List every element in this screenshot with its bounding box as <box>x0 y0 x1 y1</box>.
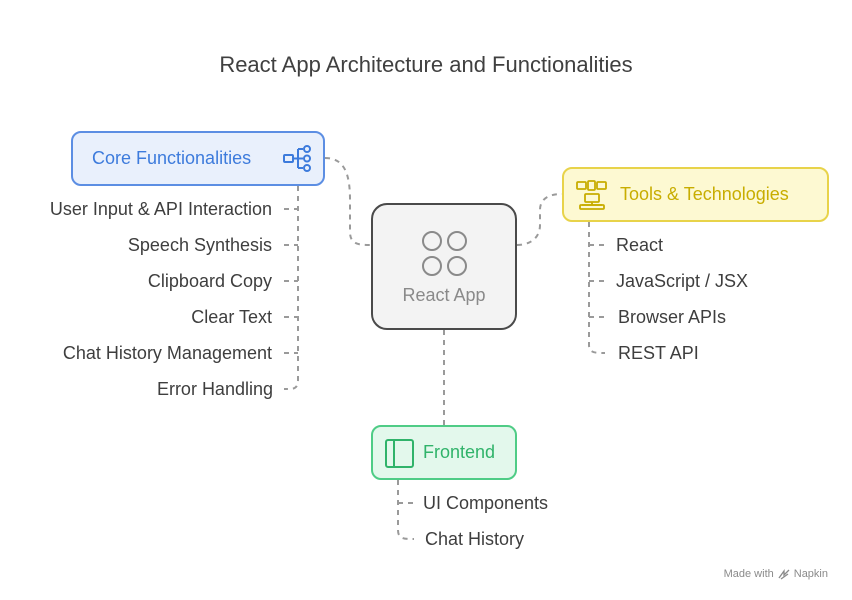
frontend-item: Chat History <box>425 529 525 549</box>
app-grid-icon <box>422 231 467 276</box>
core-functionalities-node: Core Functionalities <box>71 131 325 186</box>
tools-item: React <box>616 235 664 255</box>
hierarchy-icon <box>283 145 311 172</box>
connector-core-list <box>283 186 299 391</box>
made-with-text: Made with <box>723 568 774 580</box>
core-item: Clipboard Copy <box>147 271 272 291</box>
sidebar-layout-icon <box>385 439 414 468</box>
connector-core-center <box>324 157 372 246</box>
core-item: User Input & API Interaction <box>49 199 272 219</box>
napkin-brand-text: Napkin <box>793 568 828 580</box>
core-item: Clear Text <box>191 307 272 327</box>
frontend-label: Frontend <box>423 442 496 462</box>
core-item: Chat History Management <box>62 343 272 363</box>
diagram-title: React App Architecture and Functionaliti… <box>219 52 633 77</box>
core-item: Error Handling <box>156 379 273 399</box>
connector-center-tools <box>516 193 563 246</box>
frontend-node: Frontend <box>371 425 517 480</box>
made-with-napkin[interactable]: Made with Napkin <box>724 568 828 580</box>
devices-icon <box>576 180 607 210</box>
core-item: Speech Synthesis <box>127 235 272 255</box>
core-functionalities-label: Core Functionalities <box>92 148 252 168</box>
tools-technologies-label: Tools & Technologies <box>620 184 789 204</box>
react-app-label: React App <box>402 285 486 305</box>
connector-tools-list <box>588 222 606 354</box>
tools-item: REST API <box>618 343 699 363</box>
connector-frontend-list <box>397 480 415 540</box>
tools-item: JavaScript / JSX <box>616 271 749 291</box>
frontend-item: UI Components <box>423 493 549 513</box>
react-app-node: React App <box>371 203 517 330</box>
tools-technologies-node: Tools & Technologies <box>562 167 829 222</box>
tools-item: Browser APIs <box>618 307 727 327</box>
napkin-logo-icon <box>778 568 790 580</box>
